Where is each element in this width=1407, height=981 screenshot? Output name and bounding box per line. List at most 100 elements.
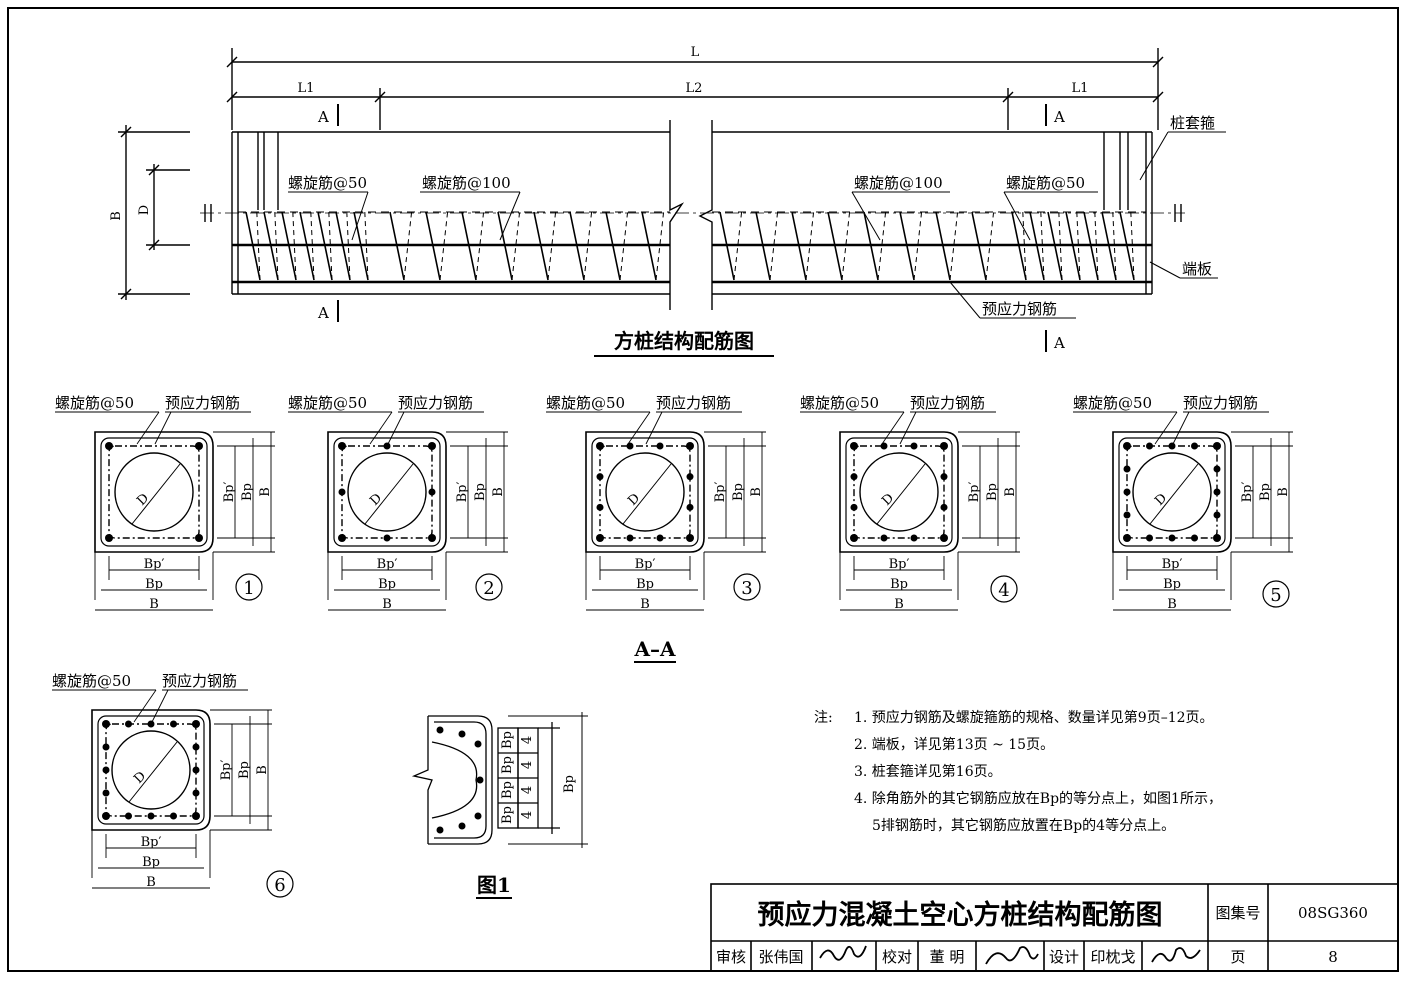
rebar — [1146, 534, 1153, 542]
rebar — [1213, 488, 1221, 496]
rebar — [850, 503, 858, 511]
dim-b: B — [149, 597, 159, 612]
note-5: 5排钢筋时，其它钢筋应放置在Bp的4等分点上。 — [872, 817, 1175, 834]
sections-caption: A–A — [633, 637, 676, 661]
dim-d: D — [134, 491, 152, 509]
spiral-bar — [605, 211, 621, 281]
rebar — [170, 720, 177, 728]
spiral-bar-hidden — [346, 211, 351, 281]
dim-bp-vertical: Bp — [1258, 483, 1273, 501]
spiral-bar-hidden — [364, 211, 369, 281]
label-prestress: 预应力钢筋 — [656, 394, 731, 412]
section-number-circle — [266, 870, 294, 898]
rebar — [1123, 511, 1131, 519]
figure-1-cell: Bp — [500, 756, 515, 774]
dim-bp: Bp — [142, 855, 160, 870]
rebar — [1123, 465, 1131, 473]
spiral-bar — [497, 211, 513, 281]
rebar — [383, 534, 391, 542]
section-number: 2 — [483, 578, 494, 599]
dim-l: L — [691, 45, 700, 60]
corner-bar — [428, 442, 436, 450]
diameter-line — [131, 463, 181, 525]
spiral-bar-hidden — [292, 211, 297, 281]
diameter-line — [876, 463, 926, 525]
designer-name: 印枕戈 — [1090, 948, 1135, 966]
spiral-bar — [1083, 211, 1099, 281]
dim-l2: L2 — [686, 81, 703, 96]
section-inner-outline — [333, 437, 441, 547]
spiral-bar-hidden — [547, 211, 557, 281]
leader-prestress — [154, 411, 172, 445]
leader-spiral — [627, 411, 651, 445]
rebar — [626, 534, 634, 542]
spiral-bar — [863, 211, 879, 281]
spiral-stirrup — [108, 445, 200, 539]
figure-1-cell: 4 — [520, 736, 535, 744]
rebar — [686, 473, 694, 481]
spiral-stirrup — [341, 445, 433, 539]
leader-spiral — [881, 411, 905, 445]
rebar — [1191, 442, 1198, 450]
section-number: 6 — [274, 875, 285, 896]
figure-1-bars — [436, 726, 484, 834]
dim-b: B — [382, 597, 392, 612]
spiral-bar — [827, 211, 843, 281]
rebar — [102, 789, 110, 797]
corner-bar — [102, 720, 110, 728]
corner-bar — [195, 534, 203, 542]
label-spiral-50: 螺旋筋@50 — [52, 672, 131, 690]
spiral-stirrup — [1126, 445, 1218, 539]
hollow-core — [1132, 452, 1212, 532]
rebar — [880, 534, 888, 542]
page-number: 8 — [1328, 948, 1338, 966]
dim-bp-prime-vertical: Bp′ — [713, 482, 728, 503]
corner-bar — [596, 442, 604, 450]
dim-bp-vertical: Bp — [731, 483, 746, 501]
spiral-bar-hidden — [913, 211, 923, 281]
rebar — [1191, 534, 1198, 542]
section-inner-outline — [591, 437, 699, 547]
leader-prestress — [1172, 411, 1190, 445]
spiral-bar-hidden — [1076, 211, 1081, 281]
spiral-bar — [935, 211, 951, 281]
hollow-core — [111, 730, 191, 810]
section-number: 5 — [1270, 585, 1281, 606]
section-mark-bottom-left: A — [317, 304, 329, 322]
rebar — [192, 789, 200, 797]
figure-1-cell: Bp — [500, 806, 515, 824]
dim-bp-vertical: Bp — [985, 483, 1000, 501]
spiral-bar-hidden — [1094, 211, 1099, 281]
spiral-bar — [719, 211, 735, 281]
spiral-bar-hidden — [805, 211, 815, 281]
checker-name: 董 明 — [930, 948, 965, 966]
spiral-stirrup — [105, 723, 197, 817]
label-spiral-50: 螺旋筋@50 — [800, 394, 879, 412]
rebar — [656, 442, 664, 450]
section-outline — [839, 431, 959, 553]
rebar — [474, 812, 482, 820]
spiral-bar — [1101, 211, 1117, 281]
rebar — [656, 534, 664, 542]
label-spiral-100-left: 螺旋筋@100 — [422, 174, 511, 192]
spiral-bar-hidden — [583, 211, 593, 281]
corner-bar — [1123, 534, 1131, 542]
spiral-bar-hidden — [439, 211, 449, 281]
dim-bp-prime: Bp′ — [377, 557, 398, 572]
dim-bp: Bp — [1163, 577, 1181, 592]
diameter-line — [1149, 463, 1199, 525]
spiral-bar-hidden — [274, 211, 279, 281]
leader-prestress — [387, 411, 405, 445]
rebar — [170, 812, 177, 820]
corner-bar — [338, 534, 346, 542]
leader-prestress — [899, 411, 917, 445]
spiral-bar — [899, 211, 915, 281]
dim-b-vertical: B — [749, 487, 764, 497]
label-spiral-50-left: 螺旋筋@50 — [288, 174, 367, 192]
rebar — [192, 766, 200, 774]
dim-b: B — [894, 597, 904, 612]
spiral-bar-hidden — [841, 211, 851, 281]
